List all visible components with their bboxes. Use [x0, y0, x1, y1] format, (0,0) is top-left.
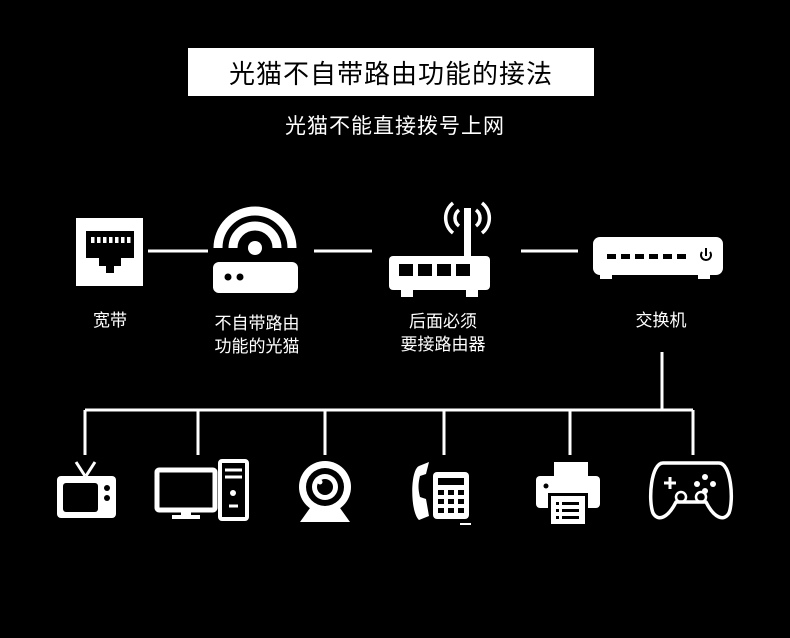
modem-icon — [213, 206, 298, 293]
telephone-icon — [412, 462, 471, 525]
switch-icon — [593, 237, 723, 279]
broadband-label: 宽带 — [30, 310, 190, 333]
modem-label: 不自带路由 功能的光猫 — [177, 313, 337, 359]
desktop-computer-icon — [154, 459, 249, 521]
router-label: 后面必须 要接路由器 — [363, 311, 523, 357]
router-label-line1: 后面必须 — [409, 312, 477, 332]
router-icon — [389, 201, 492, 297]
diagram-title: 光猫不自带路由功能的接法 — [188, 48, 594, 96]
switch-label: 交换机 — [581, 310, 741, 333]
switch-label-line1: 交换机 — [635, 311, 687, 331]
tv-icon — [57, 461, 116, 518]
modem-label-line2: 功能的光猫 — [214, 337, 300, 357]
broadband-label-line1: 宽带 — [93, 311, 127, 331]
modem-label-line1: 不自带路由 — [214, 314, 300, 334]
switch-tree — [83, 352, 695, 455]
webcam-icon — [299, 461, 351, 522]
router-label-line2: 要接路由器 — [400, 335, 486, 355]
ethernet-port-icon — [76, 218, 143, 286]
diagram-subtitle: 光猫不能直接拨号上网 — [285, 114, 505, 138]
printer-icon — [536, 462, 600, 524]
gamepad-icon — [649, 461, 733, 520]
